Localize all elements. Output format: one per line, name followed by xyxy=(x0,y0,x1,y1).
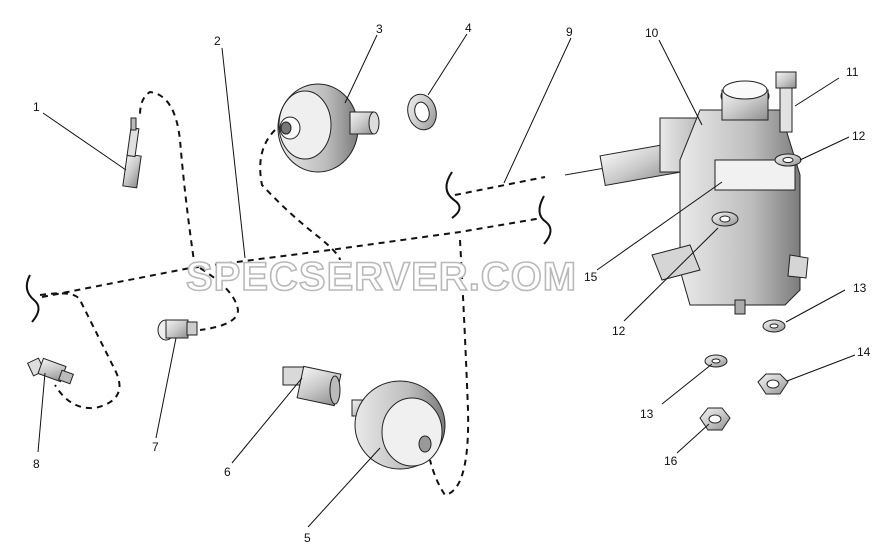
watermark-text: SPECSERVER.COM xyxy=(186,255,577,299)
nut-part-16 xyxy=(699,407,731,431)
sensor-part-7 xyxy=(157,319,198,341)
washer-part-12 xyxy=(774,153,802,167)
callout-14: 14 xyxy=(857,345,871,359)
washer-part-13 xyxy=(704,319,786,368)
callout-4: 4 xyxy=(465,21,472,35)
callout-1: 1 xyxy=(33,100,40,114)
callout-11: 11 xyxy=(846,65,859,79)
callout-labels: 1 2 3 4 5 6 7 8 9 10 11 12 12 13 13 14 1… xyxy=(33,21,871,545)
callout-13-left: 13 xyxy=(640,407,654,421)
washer-part-4 xyxy=(407,93,437,131)
sensor-part-3 xyxy=(277,83,380,173)
wiring-harness xyxy=(39,90,546,497)
sensor-part-8 xyxy=(26,357,74,385)
callout-13-right: 13 xyxy=(853,281,867,295)
callout-16: 16 xyxy=(664,454,678,468)
actuator-assembly xyxy=(564,80,809,315)
bolt-part-11 xyxy=(775,71,797,133)
callout-7: 7 xyxy=(152,440,159,454)
callout-6: 6 xyxy=(224,465,231,479)
sensor-part-5 xyxy=(351,380,446,470)
callout-12-bottom: 12 xyxy=(612,324,626,338)
sensor-part-1 xyxy=(122,117,142,189)
callout-5: 5 xyxy=(304,531,311,545)
nut-part-14 xyxy=(757,373,789,395)
adapter-part-6 xyxy=(282,365,342,407)
callout-15: 15 xyxy=(584,270,598,284)
callout-12-top: 12 xyxy=(852,129,866,143)
leader-lines xyxy=(37,33,856,528)
callout-10: 10 xyxy=(645,26,659,40)
callout-8: 8 xyxy=(33,457,40,471)
wire-break-symbols xyxy=(25,171,552,323)
callout-3: 3 xyxy=(376,22,383,36)
callout-9: 9 xyxy=(566,25,573,39)
callout-2: 2 xyxy=(214,34,221,48)
